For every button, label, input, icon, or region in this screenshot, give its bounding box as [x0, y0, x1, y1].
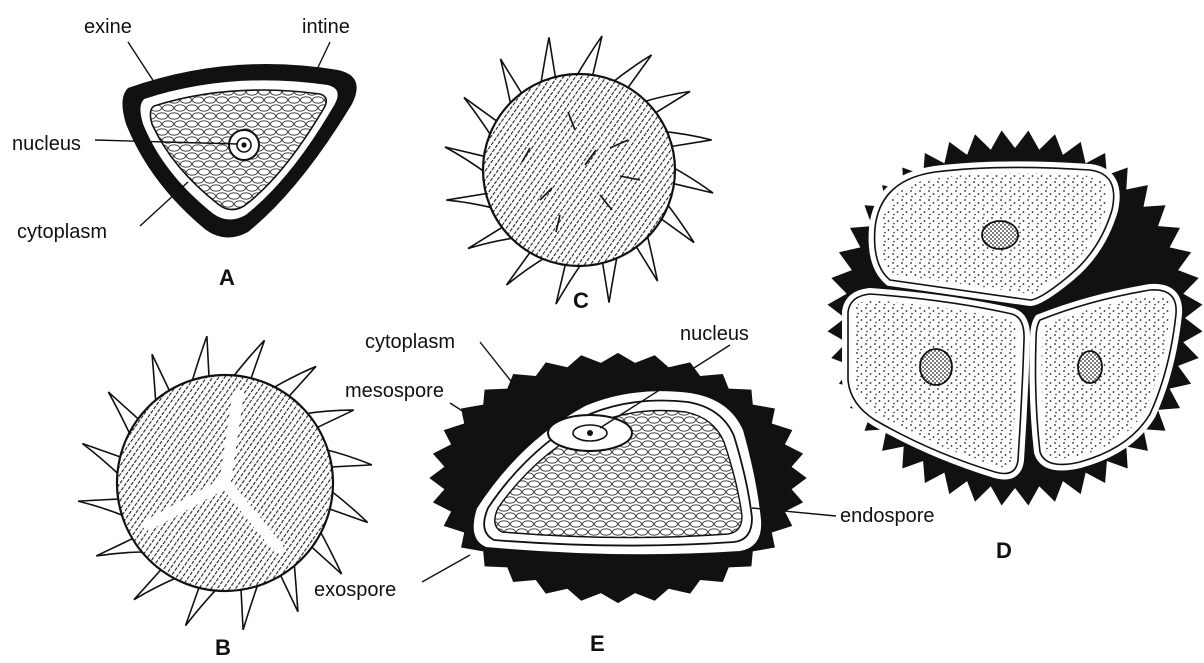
label-cytoplasm-e: cytoplasm — [365, 331, 455, 353]
spore-body-c — [483, 74, 675, 266]
figure-e: cytoplasm nucleus mesospore endospore ex… — [314, 323, 935, 656]
spine — [445, 147, 488, 174]
nucleolus-e — [587, 430, 593, 436]
leader-exospore — [422, 555, 470, 582]
figure-letter-c: C — [573, 288, 589, 313]
label-mesospore: mesospore — [345, 380, 444, 402]
leader-exine — [128, 42, 158, 88]
figure-c: C — [445, 36, 713, 313]
label-exospore: exospore — [314, 579, 396, 601]
nucleolus — [241, 142, 246, 147]
label-nucleus-e: nucleus — [680, 323, 749, 345]
label-cytoplasm: cytoplasm — [17, 221, 107, 243]
label-nucleus: nucleus — [12, 133, 81, 155]
spine — [670, 166, 713, 193]
nucleus-left-cell — [920, 349, 952, 385]
figure-letter-a: A — [219, 265, 235, 290]
label-intine: intine — [302, 16, 350, 38]
figure-b: B — [78, 336, 372, 658]
figure-d: D — [828, 131, 1203, 564]
label-endospore: endospore — [840, 505, 935, 527]
figure-letter-b: B — [215, 635, 231, 658]
label-exine: exine — [84, 16, 132, 38]
figure-letter-d: D — [996, 538, 1012, 563]
nucleus-top-cell — [982, 221, 1018, 249]
figure-a: exine intine nucleus cytoplasm A — [12, 16, 357, 290]
spine — [575, 36, 602, 79]
figure-letter-e: E — [590, 631, 605, 656]
cell-right — [1036, 290, 1177, 465]
nucleus-right-cell — [1078, 351, 1102, 383]
